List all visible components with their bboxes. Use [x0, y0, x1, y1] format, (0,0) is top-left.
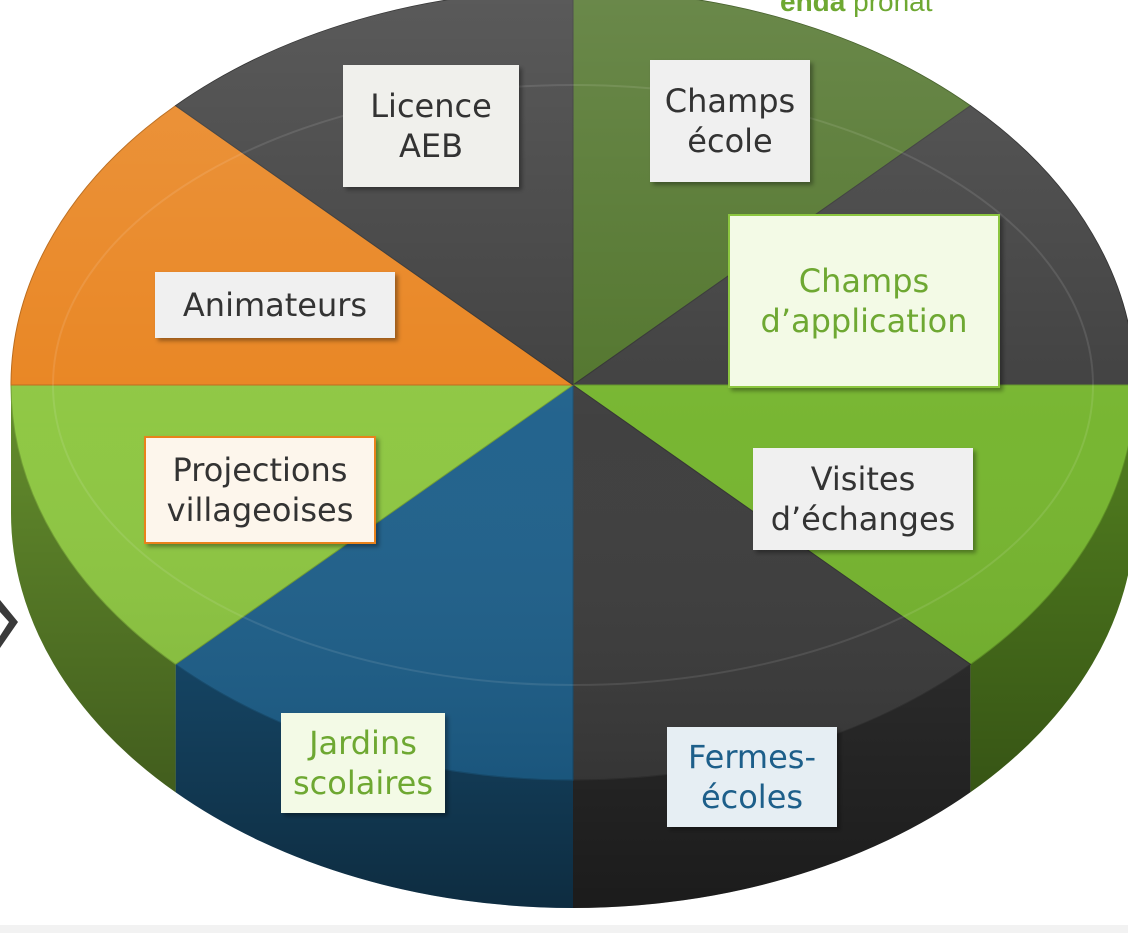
pie-label-layer: LicenceAEBChampsécoleChampsd’application…: [144, 60, 1000, 827]
segment-label-box: [281, 713, 445, 813]
segment-label-line: d’échanges: [771, 500, 956, 538]
segment-label-line: école: [687, 122, 772, 160]
segment-label-line: Projections: [173, 451, 348, 489]
segment-label-box: [155, 272, 395, 338]
pie-side-shade-champs-d-application: [970, 446, 1128, 793]
brand-logo-text: enda pronat: [780, 0, 933, 18]
segment-label-line: Visites: [811, 460, 916, 498]
segment-label-line: Jardins: [307, 724, 417, 762]
arrow-chevron-icon: [0, 600, 18, 648]
segment-label-line: villageoises: [167, 491, 354, 529]
pie-side-shade-jardins-scolaires: [11, 385, 176, 793]
segment-label-animateurs: Animateurs: [155, 272, 395, 338]
segment-label-box: [728, 214, 1000, 388]
segment-label-box: [753, 448, 973, 550]
segment-label-box: [343, 65, 519, 187]
segment-label-line: Animateurs: [183, 286, 367, 324]
segment-label-line: AEB: [399, 127, 463, 165]
segment-label-box: [650, 60, 810, 182]
bottom-strip: [0, 925, 1128, 933]
segment-label-box: [667, 727, 837, 827]
segment-label-line: scolaires: [293, 764, 433, 802]
segment-label-line: Fermes-: [688, 738, 816, 776]
segment-label-box: [144, 436, 376, 544]
segment-label-fermes-ecoles: Fermes-écoles: [667, 727, 837, 827]
segment-label-line: Licence: [370, 87, 492, 125]
brand-name-rest: pronat: [853, 0, 933, 17]
segment-label-line: Champs: [665, 82, 795, 120]
segment-label-line: d’application: [761, 302, 968, 340]
segment-label-line: écoles: [701, 778, 803, 816]
brand-name-bold: enda: [780, 0, 846, 17]
pie-gloss-overlay: [11, 0, 1128, 780]
segment-label-line: Champs: [799, 262, 929, 300]
